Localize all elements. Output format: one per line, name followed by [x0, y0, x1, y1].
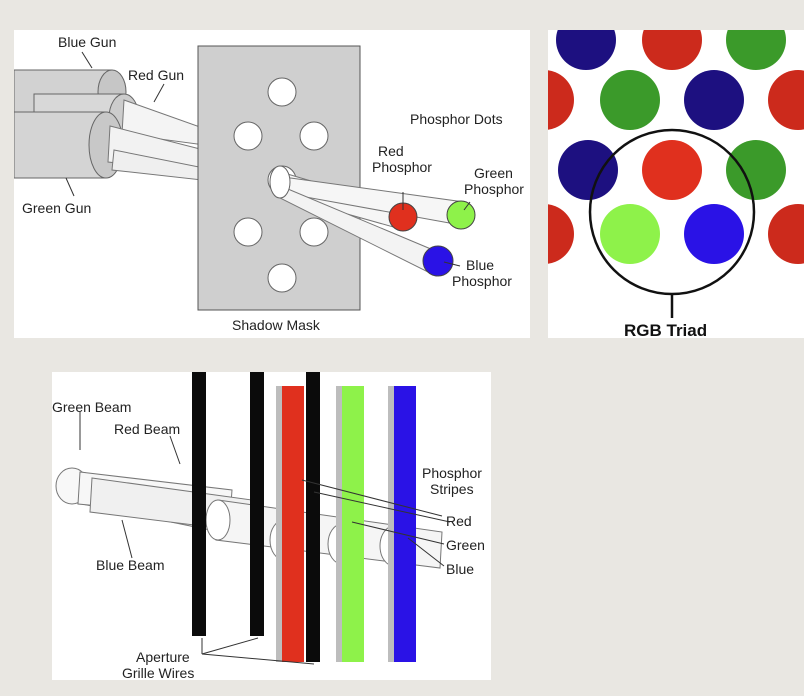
- stripe-edge: [276, 386, 282, 662]
- red-beam-label: Red Beam: [114, 421, 180, 437]
- shadow-mask-svg: Blue Gun Red Gun Green Gun Phosphor Dots…: [14, 34, 524, 333]
- triad-dot: [726, 30, 786, 70]
- grille-wire: [192, 372, 206, 636]
- gun-beams: [107, 99, 215, 181]
- green-stripe-label: Green: [446, 537, 485, 553]
- green-gun: [14, 111, 124, 179]
- shadow-mask-label: Shadow Mask: [232, 317, 321, 333]
- blue-gun-label: Blue Gun: [58, 34, 116, 50]
- triad-dot: [600, 204, 660, 264]
- aperture-grille-svg: Green Beam Red Beam Blue Beam Phosphor S…: [52, 372, 485, 680]
- rgb-triad-diagram: RGB Triad: [548, 30, 804, 338]
- grille-wire: [306, 372, 320, 662]
- green-gun-label: Green Gun: [22, 200, 91, 216]
- green-phosphor-label-1: Green: [474, 165, 513, 181]
- blue-beam-label: Blue Beam: [96, 557, 164, 573]
- phosphor-stripes-label-2: Stripes: [430, 481, 474, 497]
- blue-stripe-label: Blue: [446, 561, 474, 577]
- aperture-beams: [55, 467, 443, 569]
- triad-dot: [642, 140, 702, 200]
- aperture-grille-diagram: Green Beam Red Beam Blue Beam Phosphor S…: [52, 372, 491, 680]
- triad-dot: [600, 70, 660, 130]
- triad-dot: [642, 30, 702, 70]
- triad-dot: [556, 30, 616, 70]
- green-phosphor-dot: [446, 200, 476, 230]
- red-phosphor-label-2: Phosphor: [372, 159, 432, 175]
- red-phosphor-label-1: Red: [378, 143, 404, 159]
- blue-phosphor-stripe: [394, 386, 416, 662]
- blue-phosphor-dot: [422, 245, 454, 277]
- triad-dot: [684, 204, 744, 264]
- blue-phosphor-label-2: Phosphor: [452, 273, 512, 289]
- red-gun-label: Red Gun: [128, 67, 184, 83]
- phosphor-dots-label: Phosphor Dots: [410, 111, 503, 127]
- shadow-mask-leaders: [65, 51, 471, 267]
- aperture-leaders: [79, 412, 451, 665]
- triad-dot: [684, 70, 744, 130]
- red-stripe-label: Red: [446, 513, 472, 529]
- rgb-triad-svg: RGB Triad: [548, 30, 804, 338]
- triad-dot: [768, 70, 804, 130]
- blue-phosphor-label-1: Blue: [466, 257, 494, 273]
- triad-dot: [548, 70, 574, 130]
- aperture-label-1: Aperture: [136, 649, 190, 665]
- triad-dot: [726, 140, 786, 200]
- stripe-edge: [388, 386, 394, 662]
- mask-holes: [233, 77, 329, 293]
- grille-wire: [250, 372, 264, 636]
- green-phosphor-label-2: Phosphor: [464, 181, 524, 197]
- rgb-triad-label: RGB Triad: [624, 321, 707, 338]
- converging-beams: [269, 165, 467, 277]
- shadow-mask-diagram: Blue Gun Red Gun Green Gun Phosphor Dots…: [14, 30, 530, 338]
- phosphor-stripes-label-1: Phosphor: [422, 465, 482, 481]
- red-phosphor-stripe: [282, 386, 304, 662]
- triad-dot: [768, 204, 804, 264]
- stripe-edge: [336, 386, 342, 662]
- green-beam-label: Green Beam: [52, 399, 131, 415]
- triad-dot: [558, 140, 618, 200]
- aperture-label-2: Grille Wires: [122, 665, 194, 680]
- green-phosphor-stripe: [342, 386, 364, 662]
- triad-dot: [548, 204, 574, 264]
